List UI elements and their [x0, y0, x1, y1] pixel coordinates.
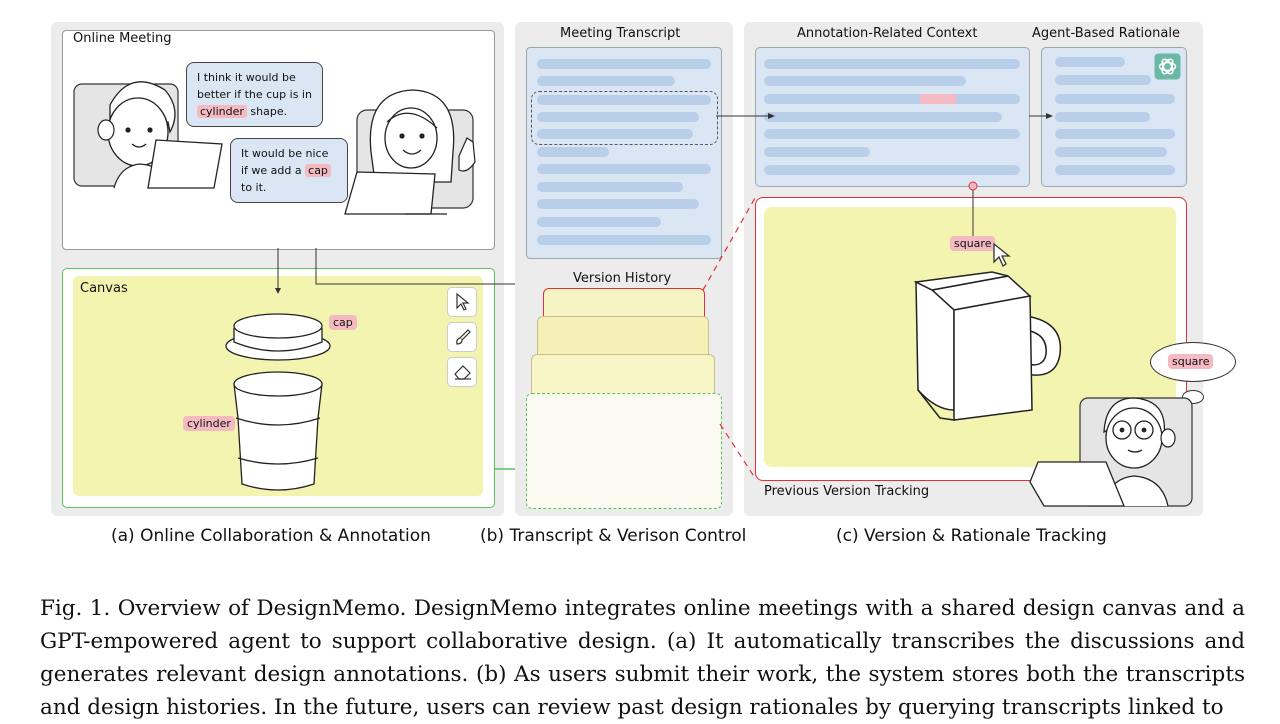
transcript-line: [537, 217, 661, 227]
rationale-line: [1055, 129, 1175, 139]
tag-cap: cap: [329, 315, 357, 330]
transcript-line: [537, 164, 711, 174]
highlight-cap: cap: [305, 164, 331, 177]
person-left-illustration: [73, 81, 223, 189]
context-highlight: [920, 94, 956, 104]
rationale-line: [1055, 75, 1151, 85]
transcript-line: [537, 235, 711, 245]
cursor-icon[interactable]: [447, 287, 477, 317]
rationale-line: [1055, 165, 1175, 175]
context-line: [764, 94, 1020, 104]
context-line: [764, 165, 1020, 175]
tag-cylinder: cylinder: [183, 416, 235, 431]
context-line: [764, 147, 870, 157]
transcript-line: [537, 59, 711, 69]
speech-bubble-cap: It would be nice if we add a cap to it.: [230, 138, 348, 203]
context-line: [764, 59, 1020, 69]
figure-caption: Fig. 1. Overview of DesignMemo. DesignMe…: [40, 596, 1245, 720]
eraser-icon[interactable]: [447, 357, 477, 387]
canvas-label: Canvas: [80, 281, 128, 296]
brush-icon[interactable]: [447, 322, 477, 352]
caption-b: (b) Transcript & Verison Control: [480, 526, 747, 546]
cup-drawing: [225, 313, 331, 491]
version-card-new: [526, 393, 722, 509]
rationale-line: [1055, 57, 1125, 67]
tracking-label: Previous Version Tracking: [764, 484, 930, 499]
transcript-line: [537, 129, 693, 139]
rationale-line: [1055, 147, 1167, 157]
pointer-cursor-icon: [993, 242, 1011, 267]
caption-a: (a) Online Collaboration & Annotation: [111, 526, 431, 546]
context-line: [764, 76, 966, 86]
context-label: Annotation-Related Context: [797, 26, 978, 41]
transcript-line: [537, 147, 609, 157]
openai-logo-icon: [1154, 53, 1181, 80]
transcript-line: [537, 95, 711, 105]
transcript-line: [537, 76, 675, 86]
rationale-line: [1055, 112, 1150, 122]
transcript-label: Meeting Transcript: [560, 26, 681, 41]
transcript-line: [537, 112, 699, 122]
mug-drawing: [913, 271, 1062, 421]
transcript-line: [537, 182, 683, 192]
thought-square: square: [1168, 354, 1214, 369]
transcript-line: [537, 199, 699, 209]
transcript-selection: [531, 91, 718, 145]
person-bottom-illustration: [1029, 397, 1193, 507]
highlight-cylinder: cylinder: [197, 105, 247, 118]
tag-square: square: [950, 236, 996, 251]
rationale-label: Agent-Based Rationale: [1032, 26, 1180, 41]
context-line: [764, 129, 1020, 139]
caption-c: (c) Version & Rationale Tracking: [836, 526, 1107, 546]
version-history-label: Version History: [573, 271, 672, 286]
person-right-illustration: [344, 89, 476, 215]
context-line: [764, 112, 1002, 122]
online-meeting-label: Online Meeting: [73, 31, 172, 46]
speech-bubble-cylinder: I think it would be better if the cup is…: [186, 62, 323, 127]
rationale-line: [1055, 94, 1175, 104]
